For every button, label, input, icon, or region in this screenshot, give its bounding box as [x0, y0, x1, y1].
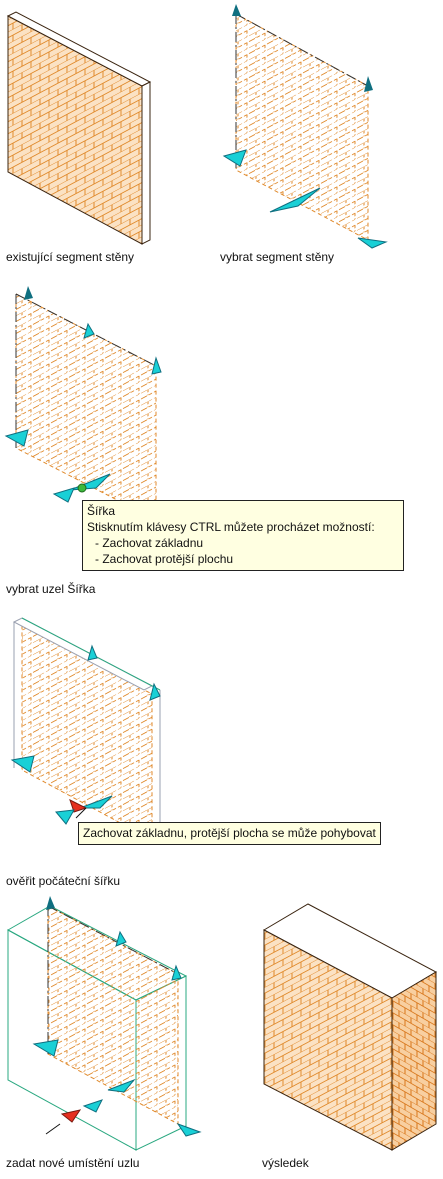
grip-arrow-up-icon[interactable] [115, 930, 127, 947]
grip-arrow-left-icon[interactable] [32, 1039, 59, 1057]
caption-verify-width: ověřit počáteční šířku [6, 874, 121, 888]
caption-select-node: vybrat uzel Šířka [6, 582, 96, 596]
width-node-hover-icon[interactable] [77, 483, 87, 493]
tooltip-option: - Zachovat protější plochu [95, 552, 234, 566]
grip-arrow-left-icon[interactable] [52, 487, 75, 503]
tooltip-title: Šířka [87, 504, 116, 518]
grip-arrow-up-icon[interactable] [364, 76, 373, 92]
caption-result: výsledek [262, 1156, 309, 1170]
grip-arrow-left-icon[interactable] [10, 755, 35, 773]
grip-arrow-up-icon[interactable] [232, 4, 241, 16]
grip-arrow-right-icon[interactable] [176, 1123, 202, 1137]
verify-width-figure [10, 617, 161, 841]
active-width-node-icon[interactable] [69, 799, 88, 813]
active-width-node-icon[interactable] [60, 1109, 82, 1123]
existing-wall-figure [6, 11, 152, 245]
tooltip-option: - Zachovat základnu [95, 536, 204, 550]
grip-arrow-right-icon[interactable] [357, 237, 388, 249]
caption-select-segment: vybrat segment stěny [220, 250, 335, 264]
grip-arrow-left-icon[interactable] [82, 1099, 103, 1113]
select-width-node-figure [4, 286, 162, 521]
new-node-location-figure [6, 896, 202, 1151]
grip-arrow-up-icon[interactable] [83, 322, 95, 339]
caption-new-location: zadat nové umístění uzlu [6, 1156, 140, 1170]
width-node-tooltip: Šířka Stisknutím klávesy CTRL můžete pro… [82, 500, 404, 571]
width-grip-icon[interactable] [269, 187, 321, 213]
width-grip-icon[interactable] [79, 795, 113, 809]
selected-wall-figure [222, 4, 388, 249]
grip-arrow-left-icon[interactable] [55, 809, 75, 825]
grip-arrow-left-icon[interactable] [4, 429, 29, 447]
grip-arrow-up-icon[interactable] [151, 356, 162, 375]
grip-arrow-up-icon[interactable] [87, 644, 98, 661]
grip-arrow-up-icon[interactable] [24, 286, 33, 300]
caption-existing-wall: existující segment stěny [6, 250, 135, 264]
keep-base-tooltip: Zachovat základnu, protější plocha se mů… [78, 822, 381, 845]
grip-arrow-up-icon[interactable] [46, 896, 55, 910]
width-grip-icon[interactable] [107, 1078, 136, 1093]
grip-arrow-up-icon[interactable] [149, 682, 161, 701]
grip-arrow-left-icon[interactable] [222, 149, 247, 167]
grip-arrow-up-icon[interactable] [171, 964, 182, 981]
tooltip-hint: Stisknutím klávesy CTRL můžete procházet… [87, 520, 375, 534]
tooltip-keep-text: Zachovat základnu, protější plocha se mů… [83, 826, 376, 840]
result-wall-figure [262, 903, 438, 1151]
